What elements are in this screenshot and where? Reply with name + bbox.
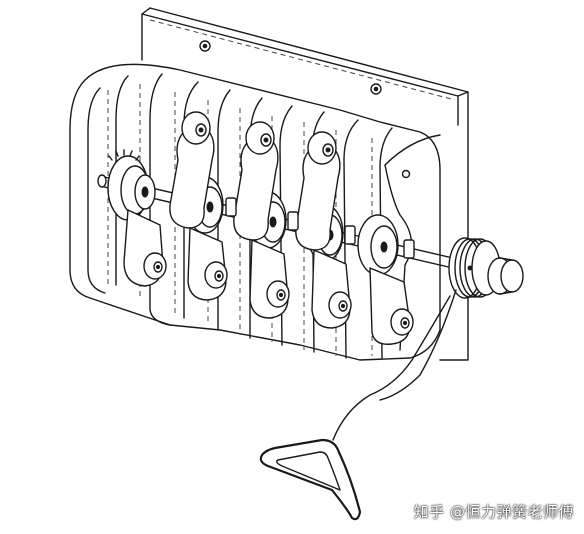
shaft-pins <box>225 197 415 259</box>
pull-cord <box>332 289 457 441</box>
lower-levers <box>123 209 414 345</box>
watermark: 知乎 @恒力弹簧老师傅 <box>413 503 574 521</box>
spring-drum <box>448 237 524 299</box>
upper-levers <box>169 111 341 251</box>
back-plate <box>141 7 469 361</box>
pull-handle[interactable] <box>259 438 362 521</box>
